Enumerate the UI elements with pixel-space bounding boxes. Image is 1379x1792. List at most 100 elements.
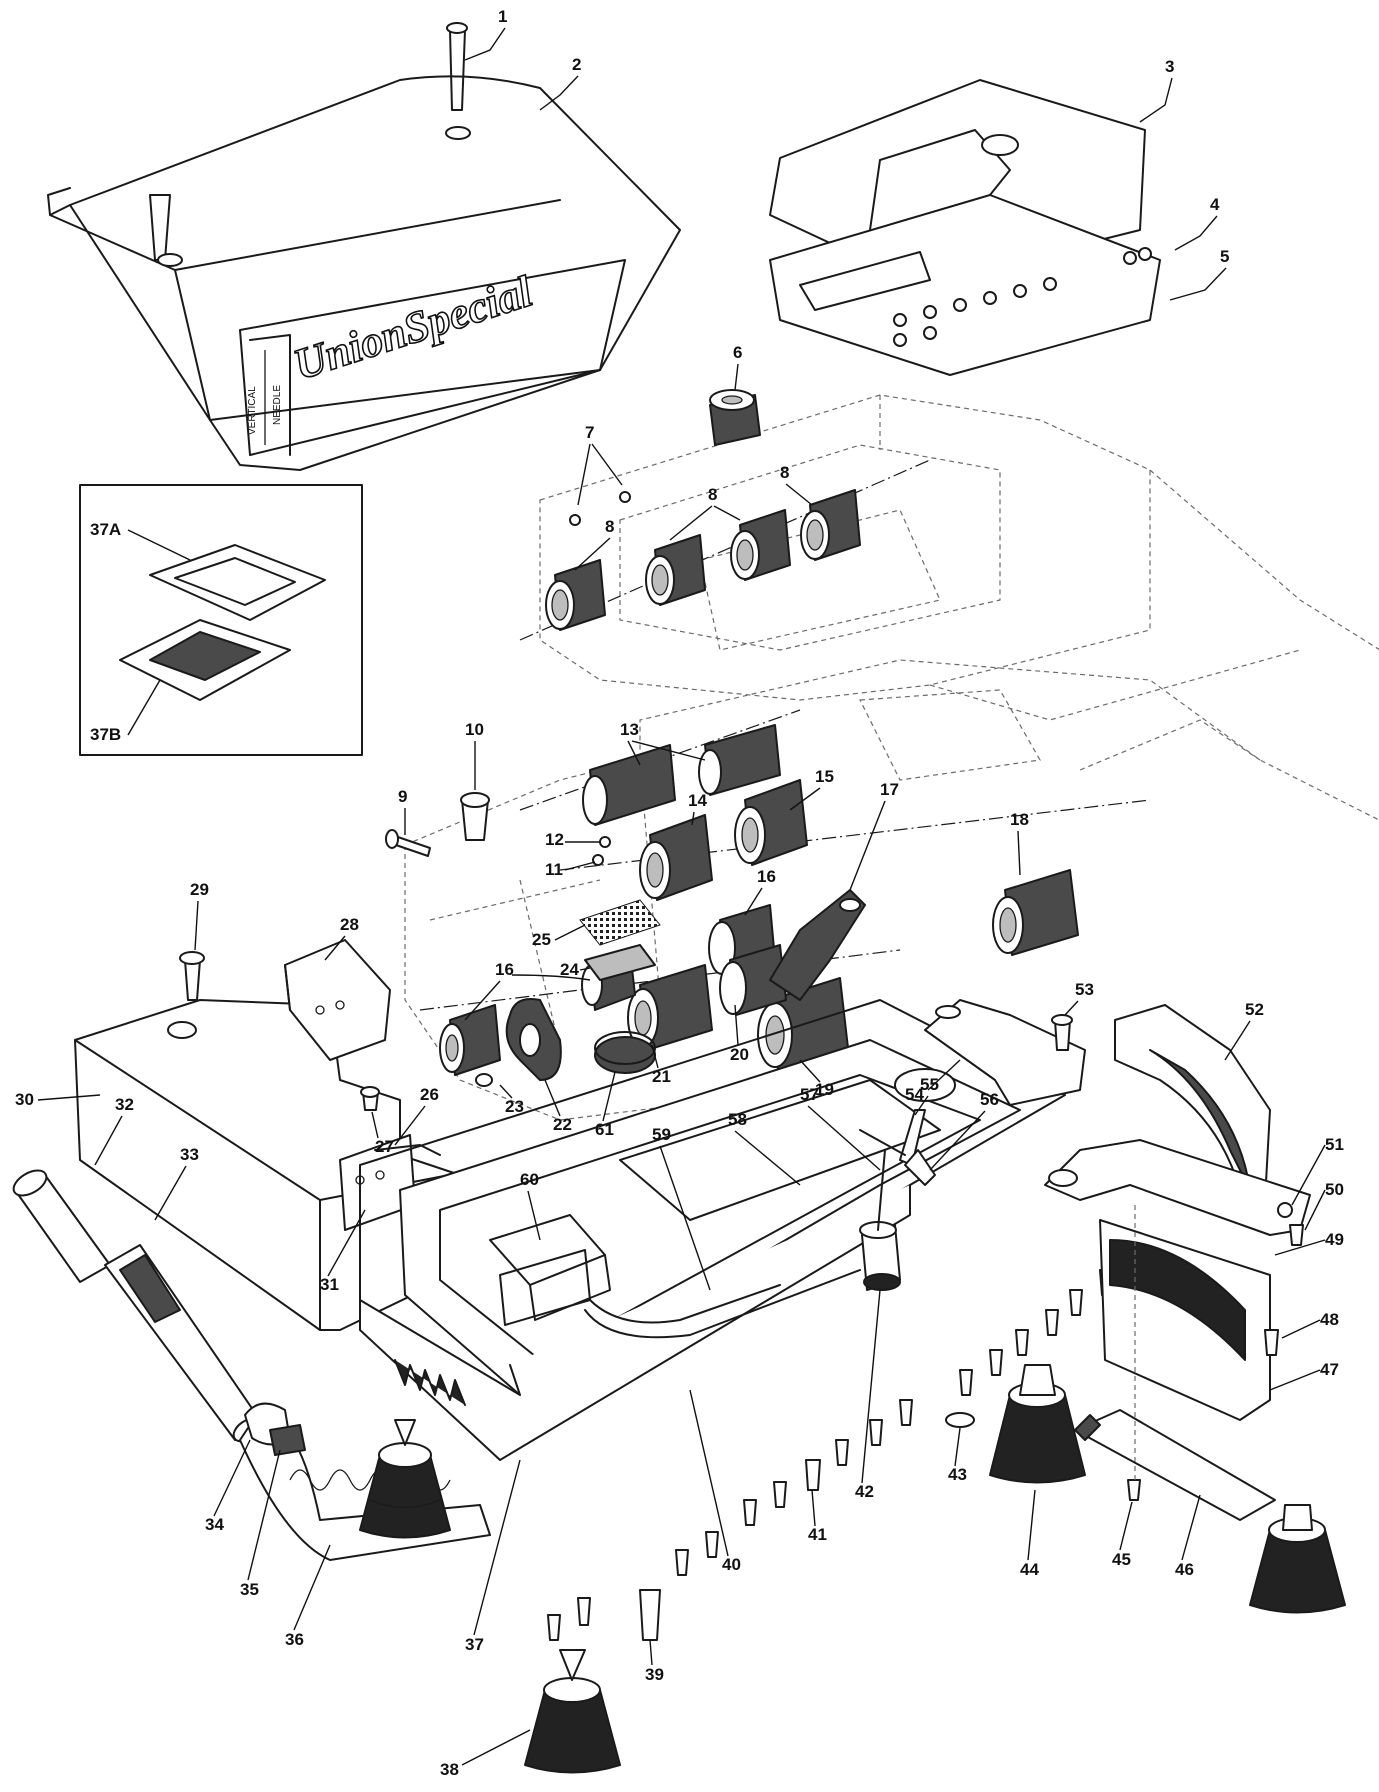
hose-36 xyxy=(239,1402,491,1561)
cover-panel-right: NEEDLE xyxy=(272,385,283,425)
bushing-14 xyxy=(639,814,713,901)
foot-38a xyxy=(359,1419,451,1539)
pump-60 xyxy=(489,1214,861,1339)
callout-41: 41 xyxy=(808,1525,827,1544)
screw-row-5 xyxy=(893,277,1057,347)
callout-44: 44 xyxy=(1020,1560,1039,1579)
callout-28: 28 xyxy=(340,915,359,934)
callout-58: 58 xyxy=(728,1110,747,1129)
lower-bushings xyxy=(439,724,1079,1076)
callout-26: 26 xyxy=(420,1085,439,1104)
inset-gasket-box: 37A 37B xyxy=(79,484,363,756)
wick-disc-61 xyxy=(594,1031,656,1074)
bushing-16b xyxy=(439,1004,501,1076)
callout-30: 30 xyxy=(15,1090,34,1109)
callout-54: 54 xyxy=(905,1085,924,1104)
callout-60: 60 xyxy=(520,1170,539,1189)
callout-17: 17 xyxy=(880,780,899,799)
callout-29: 29 xyxy=(190,880,209,899)
screw-50 xyxy=(1289,1224,1304,1246)
callout-47: 47 xyxy=(1320,1360,1339,1379)
callout-34: 34 xyxy=(205,1515,224,1534)
callout-5: 5 xyxy=(1220,247,1229,266)
bushing-8a xyxy=(545,559,606,631)
callout-8a: 8 xyxy=(780,463,789,482)
callout-23: 23 xyxy=(505,1097,524,1116)
callout-13: 13 xyxy=(620,720,639,739)
bracket-17 xyxy=(769,889,866,1001)
callout-16b: 16 xyxy=(495,960,514,979)
callout-1: 1 xyxy=(498,7,507,26)
callout-16a: 16 xyxy=(757,867,776,886)
screw-48 xyxy=(1264,1329,1279,1356)
drain-fins xyxy=(394,1359,466,1406)
cover-plate-assembly xyxy=(769,79,1161,376)
callout-11: 11 xyxy=(545,860,563,879)
callout-3: 3 xyxy=(1165,57,1174,76)
screw-29 xyxy=(179,951,205,1001)
bushing-20 xyxy=(719,944,787,1016)
callout-52: 52 xyxy=(1245,1000,1264,1019)
felt-pad-24 xyxy=(584,944,656,981)
bushing-19 xyxy=(757,977,849,1071)
callout-53: 53 xyxy=(1075,980,1094,999)
callout-15: 15 xyxy=(815,767,834,786)
callout-14: 14 xyxy=(688,791,707,810)
bushing-21 xyxy=(627,964,713,1051)
callout-7: 7 xyxy=(585,423,594,442)
callout-42: 42 xyxy=(855,1482,874,1501)
set-screw-7a xyxy=(569,514,581,526)
inset-label-37b: 37B xyxy=(90,725,121,744)
callout-35: 35 xyxy=(240,1580,259,1599)
bushing-13b xyxy=(698,724,781,796)
bracket-54 xyxy=(924,999,1086,1106)
callout-8c: 8 xyxy=(605,517,614,536)
callouts: 1 2 3 4 5 6 7 8 8 8 9 10 11 12 13 14 15 xyxy=(15,7,1344,1779)
bushing-8d xyxy=(800,489,861,561)
upper-casting xyxy=(519,394,1379,721)
inset-label-37a: 37A xyxy=(90,520,121,539)
bushing-8b xyxy=(645,534,706,606)
callout-20: 20 xyxy=(730,1045,749,1064)
foot-38b xyxy=(524,1649,621,1774)
callout-37: 37 xyxy=(465,1635,484,1654)
clamp-35 xyxy=(269,1424,306,1456)
callout-61: 61 xyxy=(595,1120,614,1139)
callout-51: 51 xyxy=(1325,1135,1344,1154)
tray-46 xyxy=(1074,1409,1276,1521)
foot-44b xyxy=(1249,1504,1346,1614)
cover-panel-left: VERTICAL xyxy=(247,386,258,435)
callout-55: 55 xyxy=(920,1075,939,1094)
set-screw-7b xyxy=(619,491,631,503)
bushing-13a xyxy=(582,744,676,826)
callout-31: 31 xyxy=(320,1275,339,1294)
oil-cap-6 xyxy=(709,389,761,446)
callout-2: 2 xyxy=(572,55,581,74)
screw-12 xyxy=(599,836,611,848)
callout-50: 50 xyxy=(1325,1180,1344,1199)
screw-53 xyxy=(1051,1014,1073,1051)
screw-45 xyxy=(1127,1479,1141,1501)
callout-48: 48 xyxy=(1320,1310,1339,1329)
foot-44 xyxy=(989,1364,1086,1484)
washer-51 xyxy=(1277,1202,1293,1218)
screw-row xyxy=(547,1269,1113,1641)
callout-36: 36 xyxy=(285,1630,304,1649)
callout-18: 18 xyxy=(1010,810,1029,829)
callout-9: 9 xyxy=(398,787,407,806)
bracket-28 xyxy=(284,939,391,1061)
tube-33 xyxy=(104,1244,262,1443)
callout-49: 49 xyxy=(1325,1230,1344,1249)
callout-38: 38 xyxy=(440,1760,459,1779)
tube-32 xyxy=(12,1169,111,1283)
filter-42 xyxy=(859,1149,901,1291)
bushing-15 xyxy=(734,779,808,866)
callout-45: 45 xyxy=(1112,1550,1131,1569)
upper-bushings xyxy=(545,489,861,631)
callout-46: 46 xyxy=(1175,1560,1194,1579)
callout-10: 10 xyxy=(465,720,484,739)
screw-9 xyxy=(385,829,431,857)
callout-32: 32 xyxy=(115,1095,134,1114)
bushing-18 xyxy=(992,869,1079,956)
callout-39: 39 xyxy=(645,1665,664,1684)
